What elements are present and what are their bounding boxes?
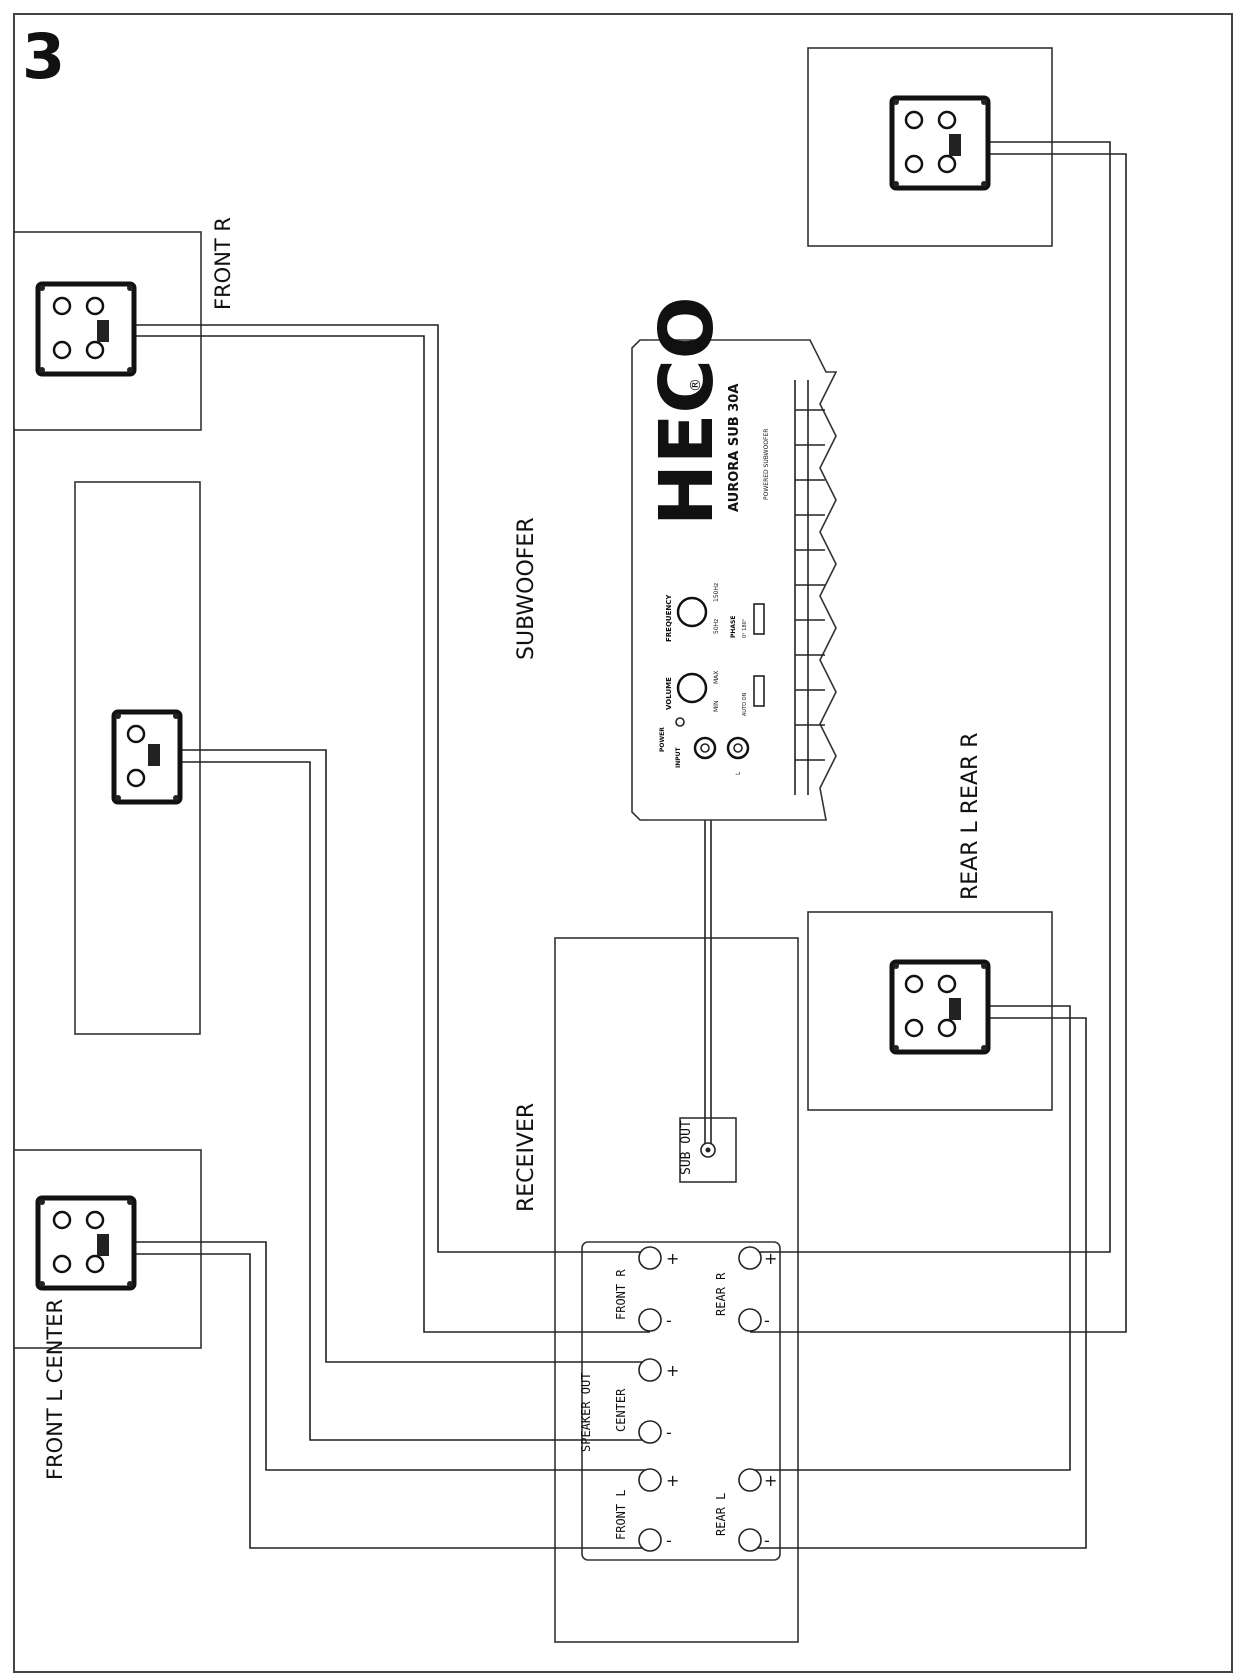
sub-out-label: SUB OUT <box>679 1120 694 1175</box>
power-led <box>675 717 685 727</box>
rear-l-rear-r-label: REAR L REAR R <box>958 732 983 900</box>
wire-center-minus <box>175 761 650 1441</box>
wire-rear-l-minus <box>750 1017 1087 1549</box>
terminal-rear-l-plus <box>738 1468 762 1492</box>
input-jack-r-inner <box>700 743 710 753</box>
speaker-out-panel <box>581 1241 781 1561</box>
rear-l-minus-sign: - <box>764 1531 770 1550</box>
frequency-knob <box>676 596 708 628</box>
vol-min-label: MIN <box>713 701 720 712</box>
terminal-front-l-minus <box>638 1528 662 1552</box>
phase-label: PHASE <box>730 616 737 638</box>
heatsink-fins <box>794 380 825 795</box>
input-label: INPUT <box>675 746 682 768</box>
front-l-center-label: FRONT L CENTER <box>43 1299 67 1480</box>
freq-min-label: 50Hz <box>713 619 720 634</box>
rear-r-terminal-label: REAR R <box>714 1272 728 1316</box>
freq-max-label: 150Hz <box>713 583 720 602</box>
figure-number: 3 <box>22 20 65 93</box>
front-l-terminal-label: FRONT L <box>614 1489 628 1540</box>
input-l-label: L <box>735 771 742 775</box>
wire-rear-l-plus <box>750 1005 1071 1471</box>
center-terminal-label: CENTER <box>614 1388 628 1432</box>
terminal-rear-r-minus <box>738 1308 762 1332</box>
front-r-terminal-plate <box>35 281 137 377</box>
front-r-terminal-label: FRONT R <box>614 1269 628 1320</box>
registered-mark: ® <box>688 378 704 392</box>
front-r-plus-sign: + <box>666 1249 679 1268</box>
rear-l-plus-sign: + <box>764 1471 777 1490</box>
power-label: POWER <box>659 727 666 752</box>
terminal-center-minus <box>638 1420 662 1444</box>
vol-max-label: MAX <box>713 671 720 684</box>
front-l-minus-sign: - <box>666 1531 672 1550</box>
terminal-front-r-minus <box>638 1308 662 1332</box>
front-l-terminal-plate <box>35 1195 137 1291</box>
volume-knob <box>676 672 708 704</box>
wire-rear-r-minus <box>750 153 1127 1333</box>
auto-on-switch <box>753 675 765 707</box>
center-plus-sign: + <box>666 1361 679 1380</box>
phase-values: 0° 180° <box>742 618 748 638</box>
receiver-label: RECEIVER <box>514 1103 539 1212</box>
brand-logo: HECO <box>644 296 730 526</box>
phase-switch <box>753 603 765 635</box>
wire-front-l-minus <box>132 1253 650 1549</box>
front-l-plus-sign: + <box>666 1471 679 1490</box>
subwoofer-label: SUBWOOFER <box>514 517 539 660</box>
rear-l-terminal-label: REAR L <box>714 1493 728 1536</box>
diagram-frame <box>13 13 1233 1673</box>
input-jack-l-inner <box>733 743 743 753</box>
sub-out-jack-center <box>705 1147 711 1153</box>
speaker-out-label: SPEAKER OUT <box>579 1373 593 1452</box>
wire-front-r-minus <box>132 335 650 1333</box>
rear-r-plus-sign: + <box>764 1249 777 1268</box>
receiver-terminals <box>638 1142 762 1552</box>
model-subtitle: POWERED SUBWOOFER <box>763 429 770 500</box>
front-r-minus-sign: - <box>666 1311 672 1330</box>
wire-front-r-plus <box>132 324 650 1253</box>
auto-on-label: AUTO ON <box>742 692 748 716</box>
wire-center-plus <box>175 749 650 1363</box>
terminal-rear-r-plus <box>738 1246 762 1270</box>
terminal-rear-l-minus <box>738 1528 762 1552</box>
rear-r-terminal-plate <box>889 95 991 191</box>
volume-label: VOLUME <box>665 677 673 710</box>
terminal-front-r-plus <box>638 1246 662 1270</box>
wire-rear-r-plus <box>750 141 1111 1253</box>
terminal-front-l-plus <box>638 1468 662 1492</box>
rear-l-terminal-plate <box>889 959 991 1055</box>
rear-r-minus-sign: - <box>764 1311 770 1330</box>
center-minus-sign: - <box>666 1423 672 1442</box>
frequency-label: FREQUENCY <box>665 594 673 642</box>
wire-front-l-plus <box>132 1241 650 1471</box>
subwoofer-panel: HECO ® AURORA SUB 30A POWERED SUBWOOFER … <box>631 296 838 821</box>
model-name: AURORA SUB 30A <box>727 384 742 512</box>
terminal-center-plus <box>638 1358 662 1382</box>
front-r-label: FRONT R <box>211 217 235 310</box>
center-terminal-plate <box>111 709 183 805</box>
